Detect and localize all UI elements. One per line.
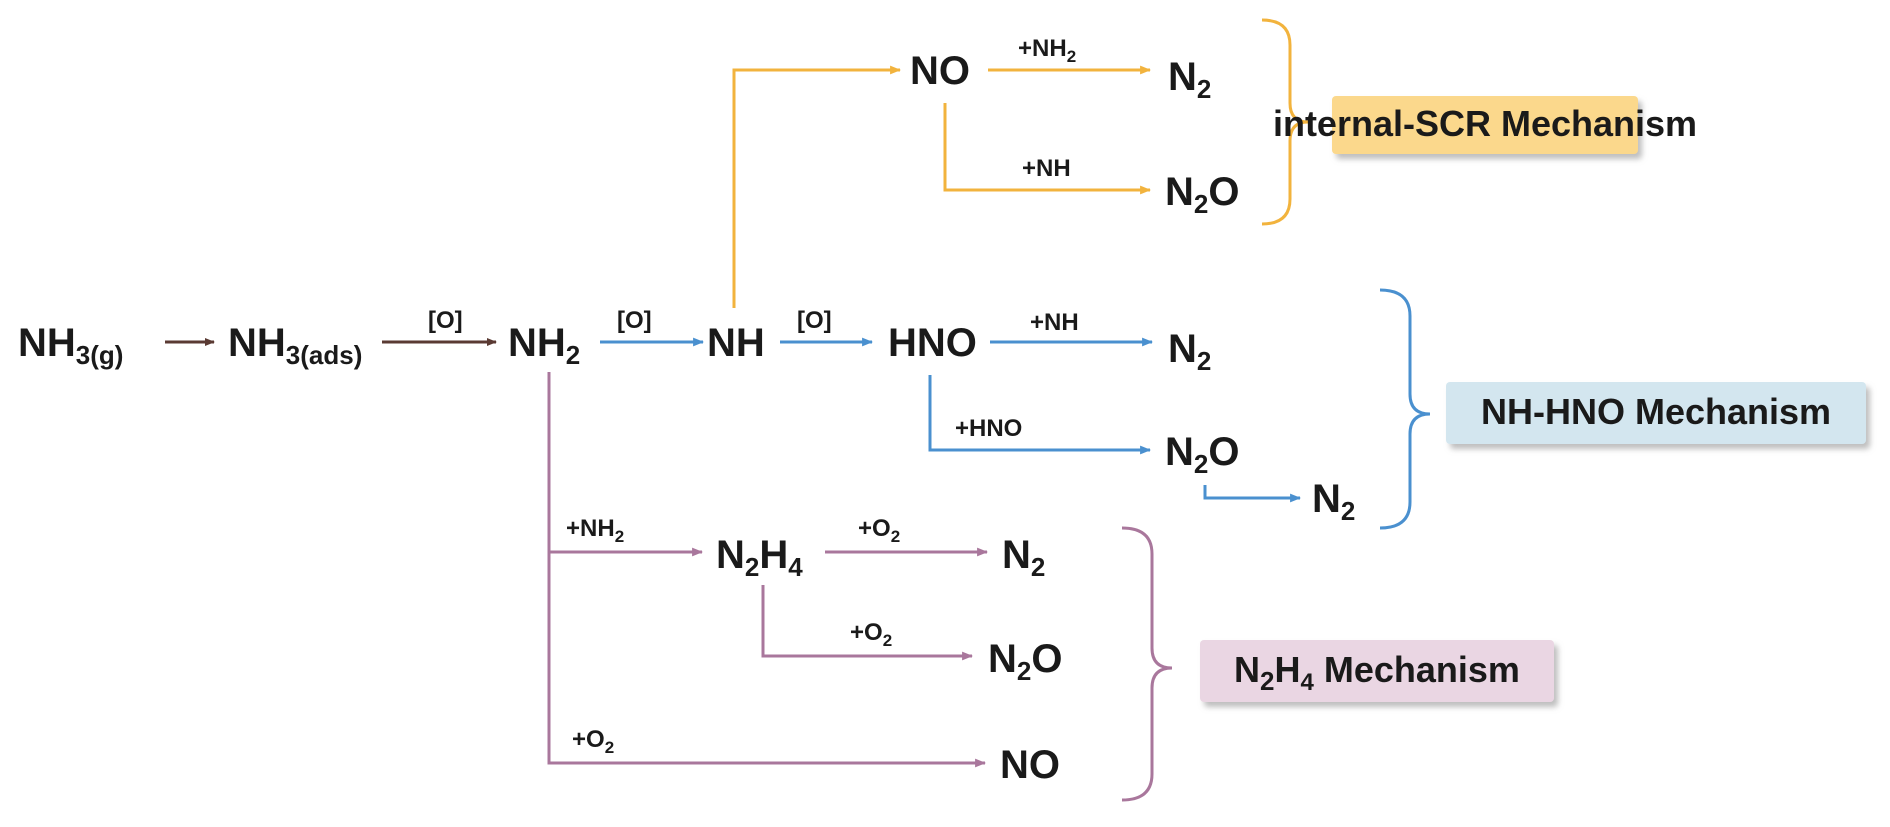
internal-scr-mechanism-box: internal-SCR Mechanism xyxy=(1273,96,1697,154)
scr-brace xyxy=(1261,18,1309,226)
arrow-n2o-to-n2 xyxy=(1203,485,1302,503)
label-plus-nh-hno: +NH xyxy=(1030,309,1079,336)
arrow-n2h4-to-n2o xyxy=(761,585,974,661)
species-no-bottom: NO xyxy=(1000,743,1060,787)
label-o-2: [O] xyxy=(617,307,652,334)
n2h4-brace xyxy=(1121,526,1173,802)
species-nh: NH xyxy=(707,321,765,365)
arrow-hno-to-n2o xyxy=(928,375,1152,455)
label-plus-o2-b: +O2 xyxy=(850,619,892,650)
arrow-nh2-branch-trunk xyxy=(547,372,987,768)
arrow-nh-to-no xyxy=(732,65,902,308)
nh-hno-mechanism-box: NH-HNO Mechanism xyxy=(1446,382,1866,444)
n2h4-mechanism-label: N2H4 Mechanism xyxy=(1234,649,1520,696)
internal-scr-mechanism-label: internal-SCR Mechanism xyxy=(1273,103,1697,144)
species-no-top: NO xyxy=(910,49,970,93)
label-plus-nh2-hyd: +NH2 xyxy=(566,515,624,546)
species-n2-from-n2o: N2 xyxy=(1312,477,1355,526)
species-n2-hyd: N2 xyxy=(1002,533,1045,582)
label-o-3: [O] xyxy=(797,307,832,334)
nh-hno-arrows xyxy=(600,337,1302,503)
species-nh2: NH2 xyxy=(508,321,580,370)
species-n2-scr: N2 xyxy=(1168,55,1211,104)
species-n2o-scr: N2O xyxy=(1165,170,1239,219)
hno-brace xyxy=(1379,288,1431,530)
arrow-no-to-n2o xyxy=(943,103,1152,195)
label-plus-o2-a: +O2 xyxy=(858,515,900,546)
label-o-1: [O] xyxy=(428,307,463,334)
species-nh3-adsorbed: NH3(ads) xyxy=(228,321,362,370)
label-plus-nh2-scr: +NH2 xyxy=(1018,35,1076,66)
label-plus-o2-c: +O2 xyxy=(572,726,614,757)
n2h4-arrows xyxy=(547,372,989,768)
label-plus-hno: +HNO xyxy=(955,415,1022,442)
species-n2o-hyd: N2O xyxy=(988,637,1062,686)
species-nh3-gas: NH3(g) xyxy=(18,321,123,370)
n2h4-mechanism-box: N2H4 Mechanism xyxy=(1200,640,1554,702)
species-hno: HNO xyxy=(888,321,977,365)
label-plus-nh-scr: +NH xyxy=(1022,155,1071,182)
species-n2-hno: N2 xyxy=(1168,327,1211,376)
species-n2h4: N2H4 xyxy=(716,533,803,582)
internal-scr-arrows xyxy=(732,65,1152,308)
species-n2o-hno: N2O xyxy=(1165,430,1239,479)
nh-hno-mechanism-label: NH-HNO Mechanism xyxy=(1481,391,1831,432)
